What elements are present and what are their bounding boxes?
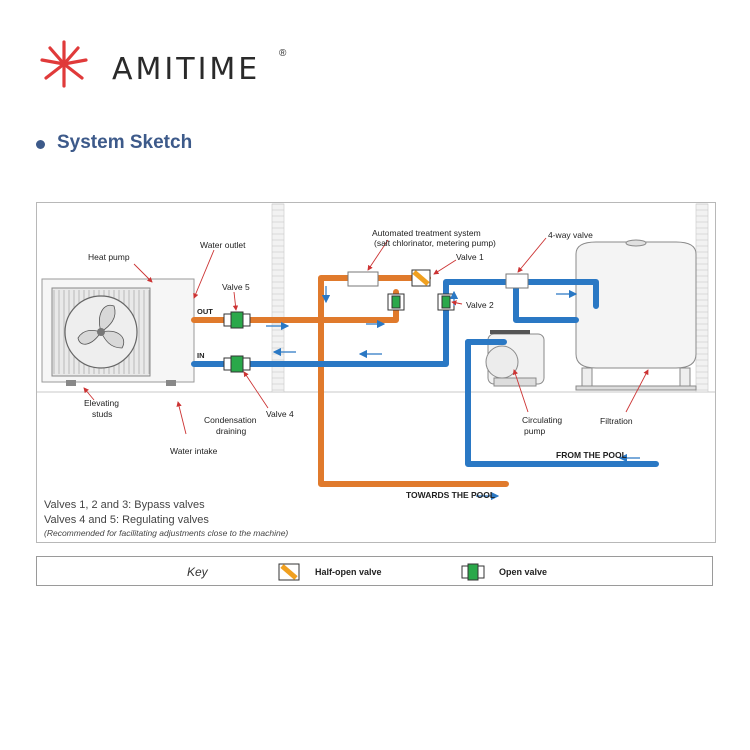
label-elevating-2: studs bbox=[92, 409, 112, 419]
label-valve-1: Valve 1 bbox=[456, 252, 484, 262]
key-title: Key bbox=[187, 565, 208, 579]
label-arrows bbox=[83, 237, 649, 435]
label-condensation-1: Condensation bbox=[204, 415, 257, 425]
label-elevating-1: Elevating bbox=[84, 398, 119, 408]
label-treatment-1: Automated treatment system bbox=[372, 228, 481, 238]
valve-1-icon bbox=[411, 269, 431, 287]
pump-connector bbox=[490, 330, 530, 334]
label-out: OUT bbox=[197, 307, 213, 316]
label-water-outlet: Water outlet bbox=[200, 240, 246, 250]
key-half-open-label: Half-open valve bbox=[315, 567, 382, 577]
note-recommended: (Recommended for facilitating adjustment… bbox=[44, 528, 288, 538]
label-towards-pool: TOWARDS THE POOL bbox=[406, 490, 495, 500]
label-filtration: Filtration bbox=[600, 416, 633, 426]
label-treatment-2: (salt chlorinator, metering pump) bbox=[374, 238, 496, 248]
note-bypass: Valves 1, 2 and 3: Bypass valves bbox=[44, 499, 205, 511]
note-regulating: Valves 4 and 5: Regulating valves bbox=[44, 514, 209, 526]
valve-2-icon bbox=[437, 293, 455, 311]
label-circulating-1: Circulating bbox=[522, 415, 562, 425]
label-condensation-2: draining bbox=[216, 426, 247, 436]
label-valve-2: Valve 2 bbox=[466, 300, 494, 310]
open-valve-icon bbox=[461, 563, 485, 581]
label-in: IN bbox=[197, 351, 205, 360]
filtration-tank bbox=[575, 239, 697, 391]
amitime-logo-icon bbox=[40, 40, 88, 88]
registered-mark: ® bbox=[279, 48, 287, 59]
system-diagram: Heat pump Water outlet Valve 5 OUT IN El… bbox=[36, 202, 716, 543]
valve-5-icon bbox=[223, 311, 251, 329]
label-valve-5: Valve 5 bbox=[222, 282, 250, 292]
half-open-valve-icon bbox=[278, 563, 300, 581]
circulating-pump bbox=[485, 333, 545, 387]
treatment-box bbox=[347, 271, 379, 287]
bullet-icon bbox=[36, 140, 45, 149]
label-four-way: 4-way valve bbox=[548, 230, 593, 240]
label-valve-4: Valve 4 bbox=[266, 409, 294, 419]
label-water-intake: Water intake bbox=[170, 446, 218, 456]
wall-right bbox=[695, 203, 709, 393]
heat-pump-unit bbox=[41, 278, 195, 386]
key-legend: Key Half-open valve Open valve bbox=[36, 556, 713, 586]
label-from-pool: FROM THE POOL bbox=[556, 450, 627, 460]
brand-name: AMITIME bbox=[112, 52, 261, 87]
label-heat-pump: Heat pump bbox=[88, 252, 130, 262]
valve-3-icon bbox=[387, 293, 405, 311]
key-open-label: Open valve bbox=[499, 567, 548, 577]
valve-4-icon bbox=[223, 355, 251, 373]
label-circulating-2: pump bbox=[524, 426, 546, 436]
flow-arrows bbox=[266, 286, 640, 501]
four-way-valve-icon bbox=[505, 273, 529, 289]
section-title: System Sketch bbox=[57, 132, 193, 153]
